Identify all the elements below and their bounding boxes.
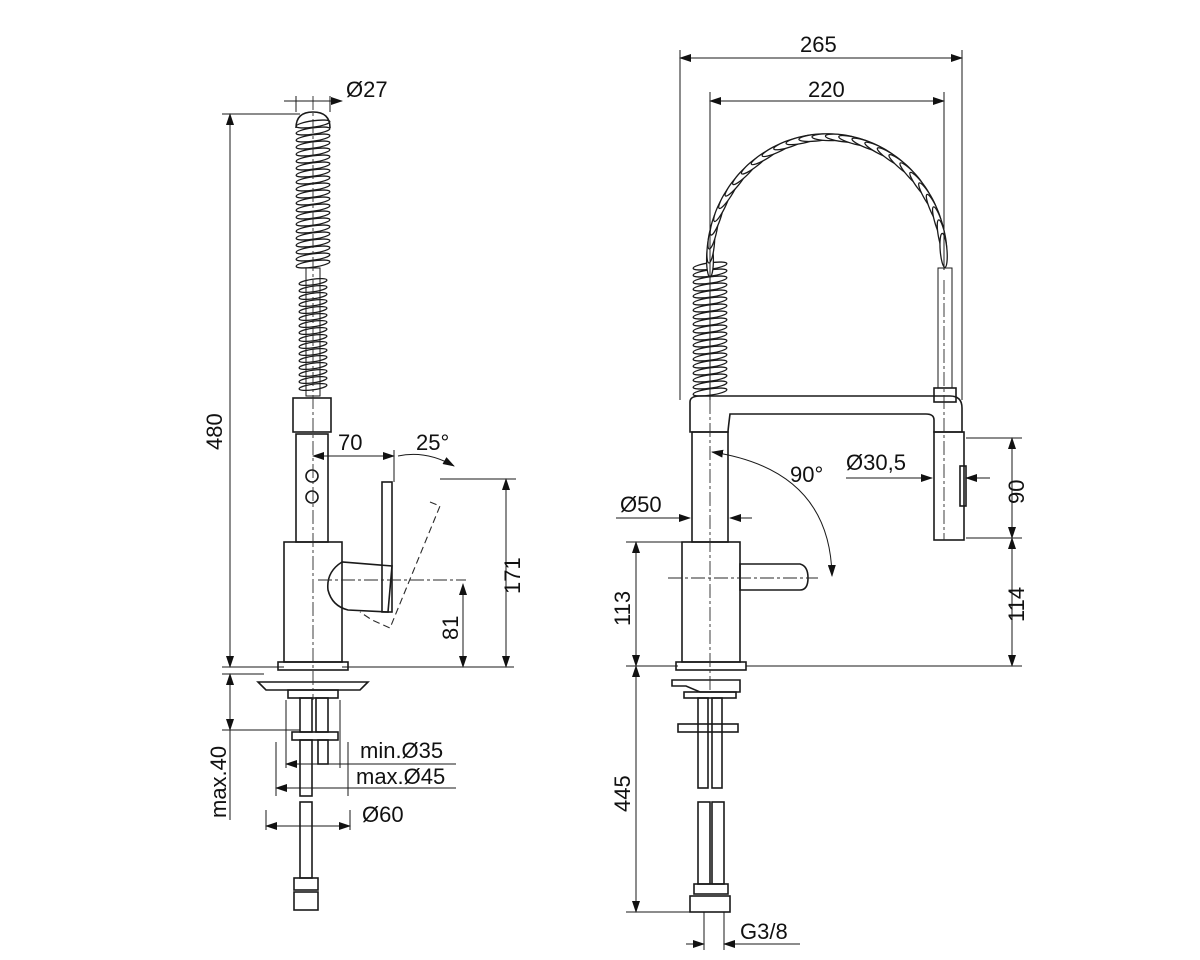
lever-angle-label: 25°: [416, 430, 449, 455]
swivel-angle-label: 90°: [790, 462, 823, 487]
spray-length-label: 90: [1004, 480, 1029, 504]
front-hose-a: [697, 801, 711, 885]
reach-label: 220: [808, 77, 845, 102]
side-lever-hub: [326, 561, 393, 613]
side-collar: [292, 397, 332, 433]
front-spring-coil: [692, 133, 948, 397]
front-connector-nut: [689, 895, 731, 913]
hose-length-label: 445: [610, 775, 635, 812]
side-button-top: [305, 469, 319, 483]
front-spray-head: [933, 431, 965, 541]
body-diameter-label: Ø50: [620, 492, 662, 517]
base-diameter-label: Ø60: [362, 802, 404, 827]
front-spray-button: [959, 465, 967, 507]
front-arm: [689, 395, 963, 433]
side-rod-right: [315, 697, 329, 733]
hole-max-label: max.Ø45: [356, 764, 445, 789]
overall-width-label: 265: [800, 32, 837, 57]
front-lever: [739, 563, 809, 591]
front-hose-b: [711, 801, 725, 885]
side-deck-plate: [256, 681, 370, 691]
dim-arc-swivel: [711, 449, 836, 577]
hose-diameter-label: Ø27: [346, 77, 388, 102]
dim-arc-lever-angle: [397, 453, 455, 467]
front-rod-right: [711, 697, 723, 789]
body-height-label: 81: [438, 616, 463, 640]
dock-height-label: 114: [1004, 587, 1029, 622]
side-hose-bottom: [299, 801, 313, 879]
front-deck-plate: [671, 679, 741, 693]
front-rod-left: [697, 697, 709, 789]
side-view: Ø27 480 70 25° 171 81 min.Ø35 max.Ø45: [202, 77, 525, 911]
side-lever-tilted: [359, 501, 441, 629]
hole-min-label: min.Ø35: [360, 738, 443, 763]
side-clamp: [291, 731, 339, 741]
side-connector: [293, 877, 319, 891]
side-rod-left: [299, 697, 313, 733]
front-body-height-label: 113: [610, 591, 635, 626]
thread-label: G3/8: [740, 919, 788, 944]
side-spring-top: [295, 111, 331, 129]
total-height-label: 480: [202, 413, 227, 450]
front-base-ring: [675, 661, 747, 671]
lever-offset-label: 70: [338, 430, 362, 455]
front-hose-right: [937, 267, 953, 389]
front-hose-ferrule: [933, 387, 957, 403]
front-view: 265 220 90° Ø30,5 90 114 Ø50 113: [610, 32, 1029, 950]
side-connector-nut: [293, 891, 319, 911]
front-clamp: [677, 723, 739, 733]
front-gasket: [683, 691, 737, 699]
side-spray-head: [295, 433, 329, 543]
spray-diameter-label: Ø30,5: [846, 450, 906, 475]
lever-height-label: 171: [500, 557, 525, 594]
side-nut: [317, 739, 329, 765]
deck-thickness-label: max.40: [206, 746, 231, 818]
side-button-bottom: [305, 490, 319, 504]
side-lever: [381, 481, 393, 613]
side-hose-lower: [299, 739, 313, 797]
front-body: [681, 541, 741, 663]
front-connector: [693, 883, 729, 895]
